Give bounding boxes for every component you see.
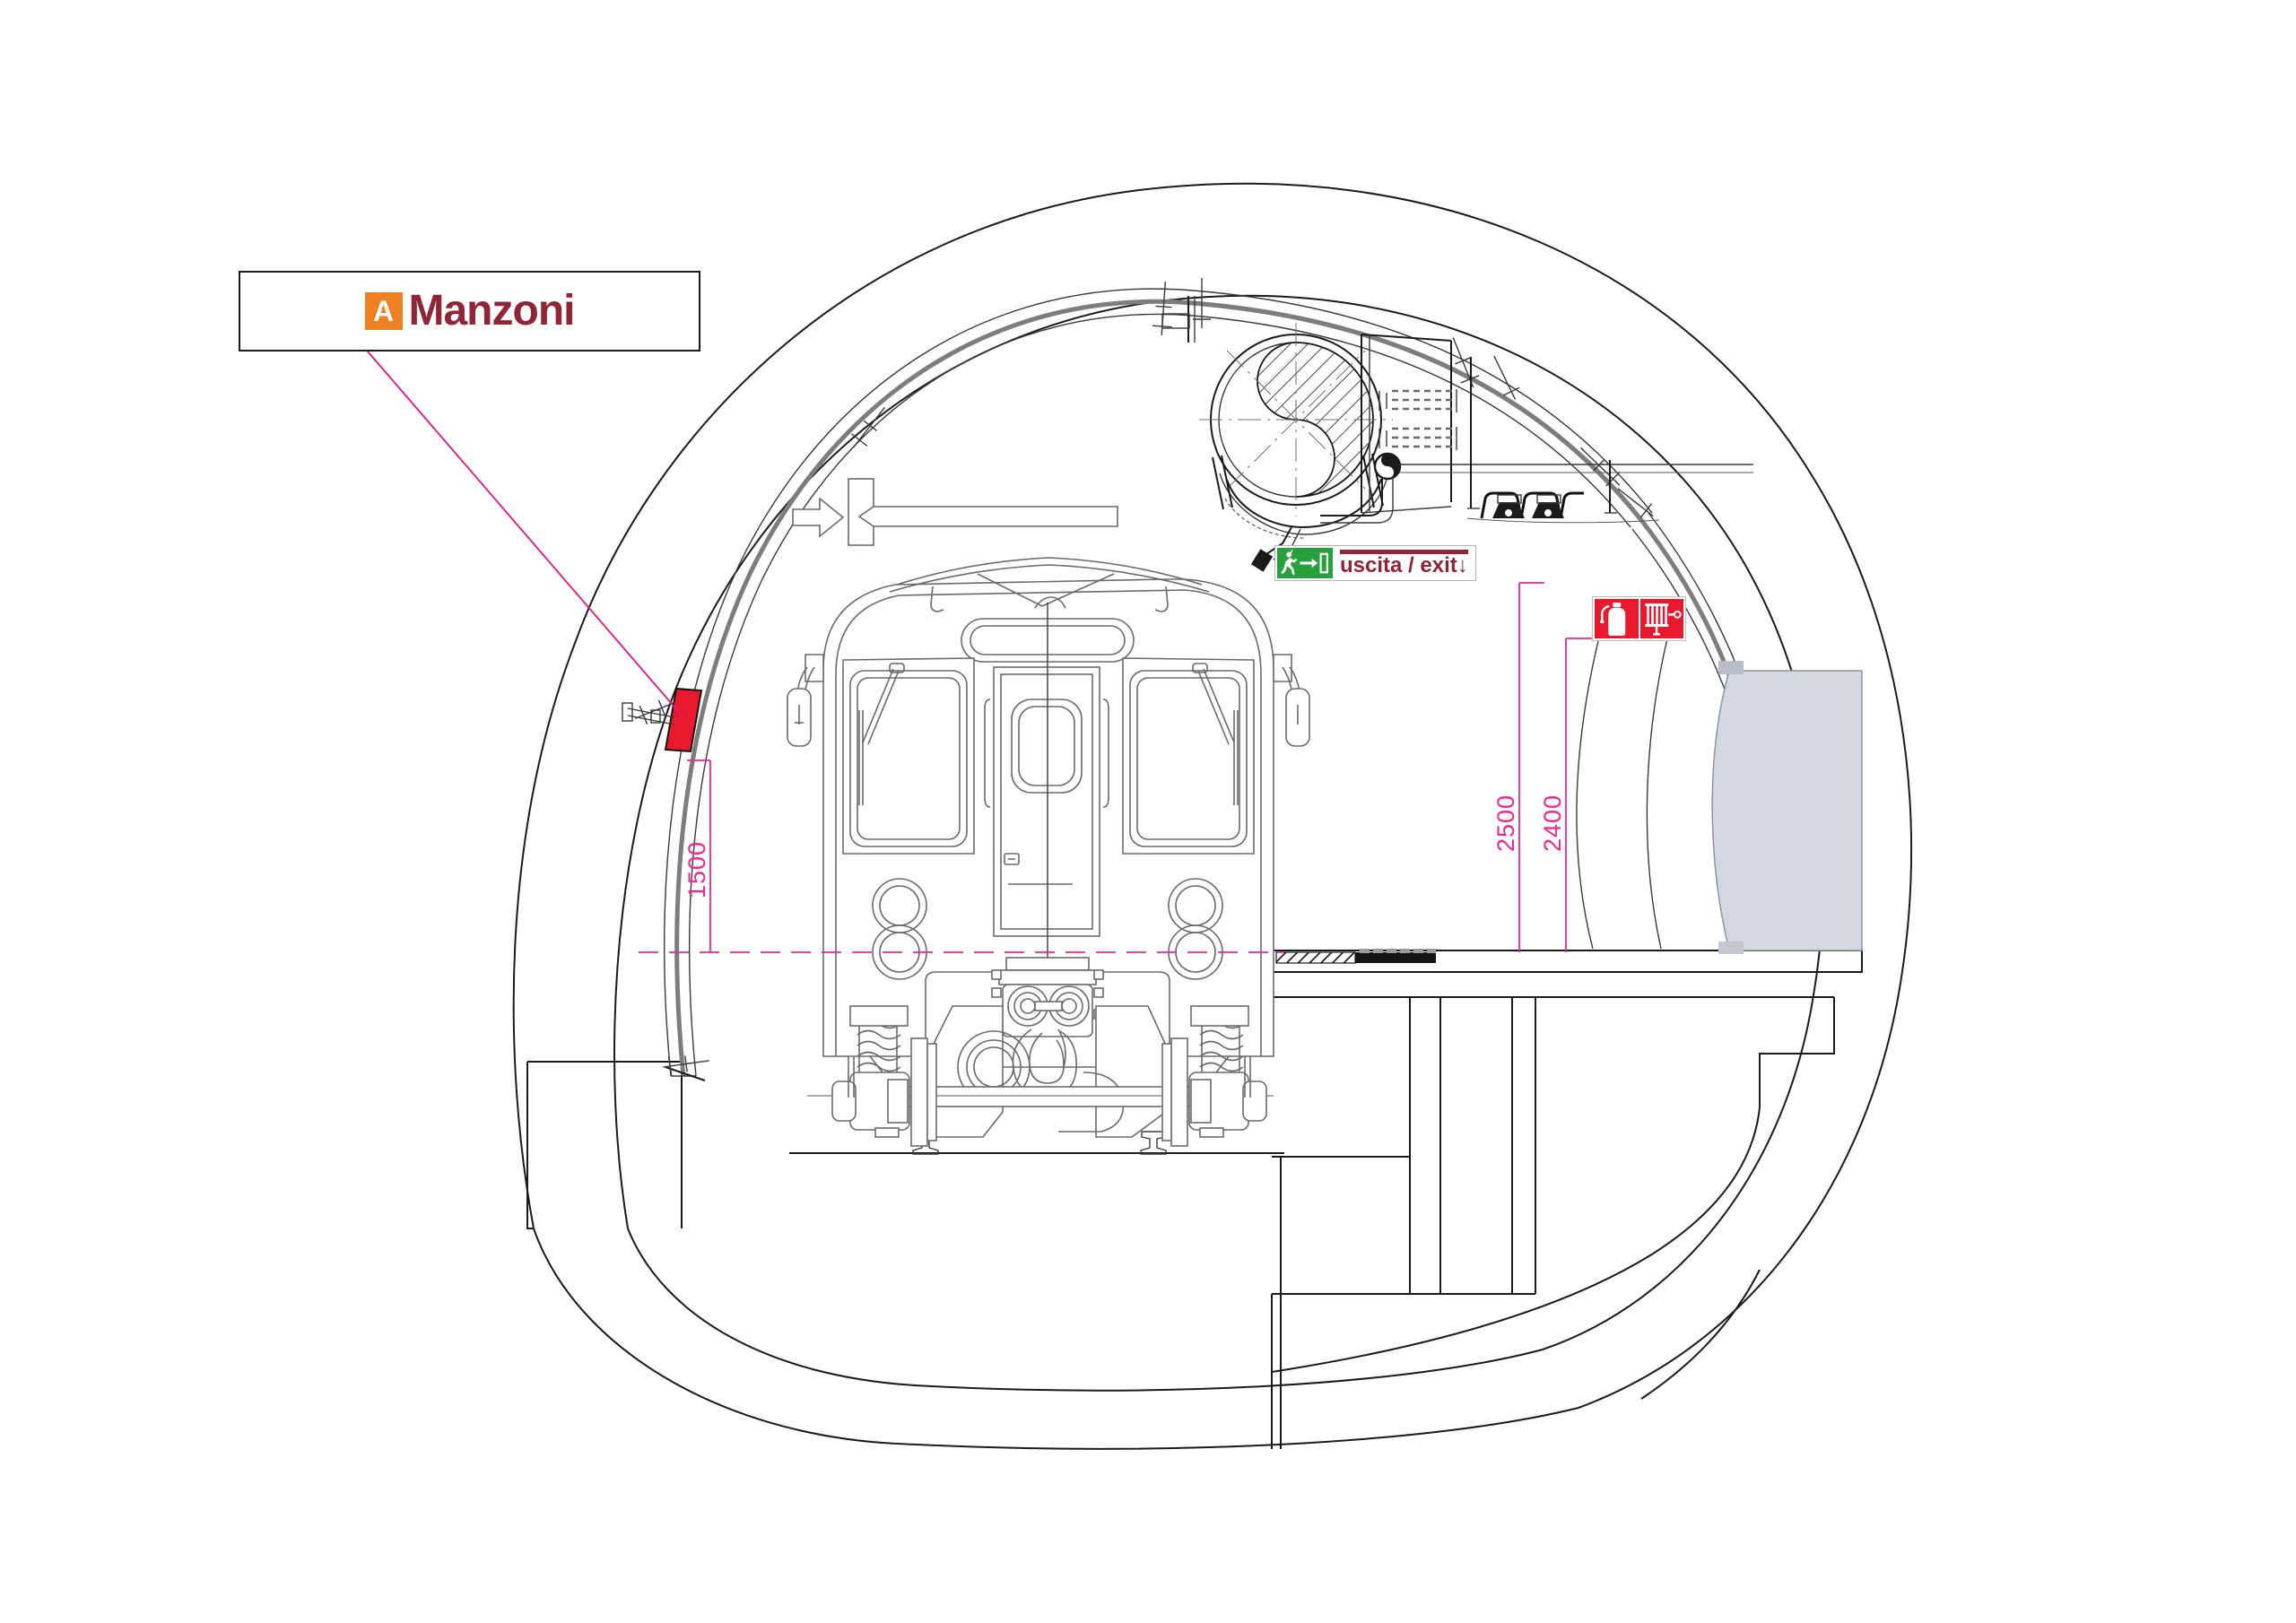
dimension-label-1500: 1500	[683, 841, 710, 898]
exit-sign-arrow-icon: ↓	[1457, 553, 1468, 577]
exterior-mirror-right	[1274, 655, 1310, 747]
exterior-mirror-left	[787, 654, 824, 747]
tunnel-excavation-outline	[512, 182, 1913, 1450]
fire-hose-reel-icon	[1639, 599, 1683, 638]
station-platform	[1271, 949, 1863, 1449]
coupler	[991, 957, 1104, 1097]
crown-drop-hangers	[1467, 357, 1617, 514]
dimension-2400	[1565, 638, 1595, 952]
wheelset-left	[831, 1005, 937, 1147]
dimension-2500	[1518, 582, 1544, 952]
tunnel-inner-arcs-right	[1576, 605, 1671, 950]
crown-cable-run	[1399, 464, 1753, 473]
arch-anchor-bolts	[634, 278, 1654, 1076]
exit-sign-text: uscita / exit	[1340, 553, 1457, 577]
wall-marker-panel	[622, 687, 703, 753]
wheelset-right	[1161, 1005, 1267, 1147]
tunnel-lining-outline	[613, 294, 1824, 1392]
train-front-elevation	[787, 558, 1310, 1147]
running-man-exit-icon	[1277, 548, 1333, 578]
wall-marker-bracket	[622, 702, 675, 725]
exit-sign[interactable]: uscita / exit↓	[1274, 545, 1476, 581]
duct-support-frame	[1161, 296, 1452, 514]
dimension-label-2500: 2500	[1492, 794, 1519, 852]
fire-extinguisher-icon	[1595, 599, 1639, 638]
station-name-callout[interactable]: A Manzoni	[239, 271, 700, 352]
cable-tray-stack	[1378, 389, 1457, 450]
wall-cladding-panel	[1711, 661, 1863, 954]
exit-sign-label: uscita / exit↓	[1340, 555, 1468, 577]
ceiling-luminaires	[1466, 491, 1660, 524]
station-name-label: Manzoni	[408, 287, 576, 334]
tactile-studs	[1360, 949, 1436, 953]
ventilation-duct	[1199, 323, 1393, 572]
exit-sign-text-wrap: uscita / exit↓	[1335, 546, 1475, 580]
fire-equipment-sign[interactable]	[1592, 596, 1686, 641]
metro-line-a-badge-icon: A	[364, 292, 403, 330]
direction-sign[interactable]	[792, 478, 1118, 546]
exit-sign-rule	[1340, 550, 1468, 554]
tunnel-left-haunch	[526, 1061, 683, 1229]
callout-leader-line	[367, 351, 684, 718]
service-pipe-valve	[1320, 452, 1402, 524]
dimension-1500	[687, 759, 711, 952]
dimension-label-2400: 2400	[1539, 794, 1566, 852]
